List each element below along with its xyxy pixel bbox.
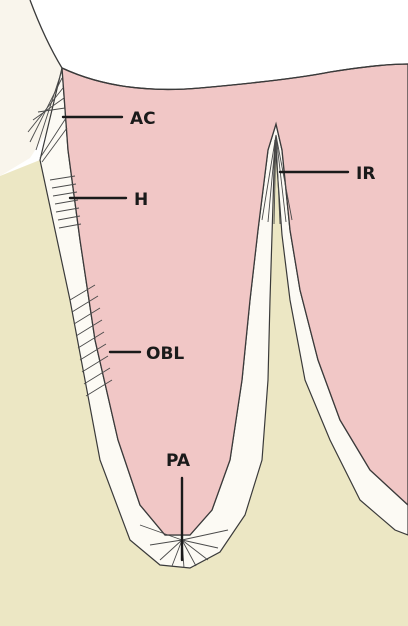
label-ir: IR [356, 164, 375, 184]
label-ac: AC [130, 109, 156, 129]
label-h: H [134, 190, 148, 210]
label-obl: OBL [146, 344, 184, 364]
label-pa: PA [166, 451, 191, 471]
